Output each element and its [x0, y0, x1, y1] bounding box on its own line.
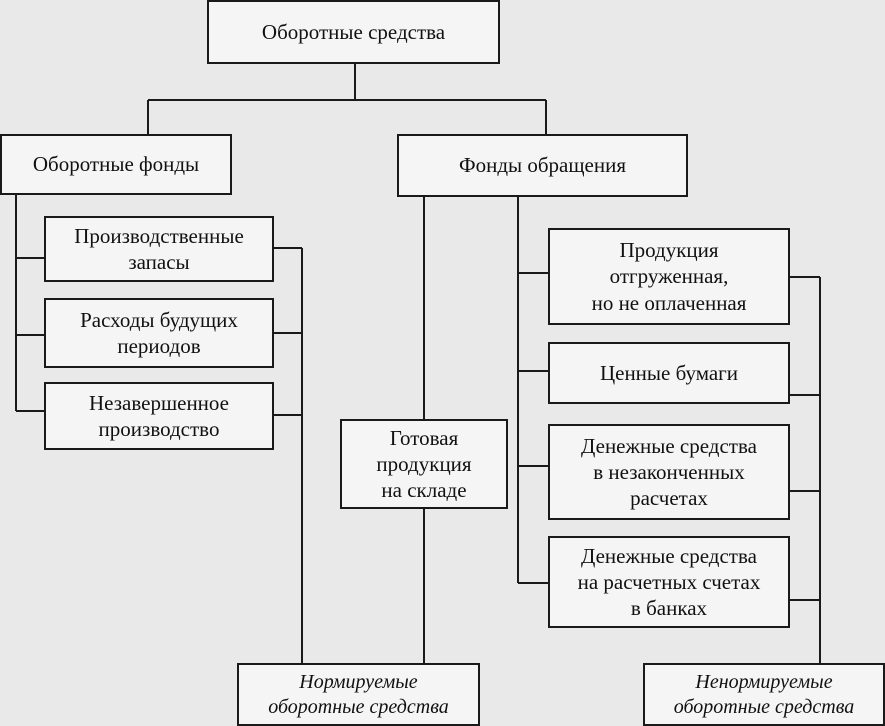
root-label: Оборотные средства — [261, 19, 446, 44]
left-item-label: Производственные запасы — [74, 223, 244, 274]
left-item-box: Производственные запасы — [44, 216, 274, 282]
left-item-label: Незавершенное производство — [88, 390, 230, 441]
right-item-box: Денежные средства на расчетных счетах в … — [548, 536, 790, 628]
right-item-box: Денежные средства в незаконченных расчет… — [548, 424, 790, 520]
right-item-box: Ценные бумаги — [548, 342, 790, 404]
right-item-box: Продукция отгруженная, но не оплаченная — [548, 228, 790, 325]
right-item-label: Ценные бумаги — [599, 360, 739, 385]
left-item-box: Расходы будущих периодов — [44, 298, 274, 368]
non-normalized-label: Ненормируемые оборотные средства — [673, 670, 855, 718]
left-branch-label: Оборотные фонды — [32, 152, 200, 177]
right-branch-label: Фонды обращения — [458, 153, 626, 178]
right-item-label: Денежные средства в незаконченных расчет… — [581, 433, 757, 511]
middle-item-label: Готовая продукция на складе — [376, 425, 472, 503]
non-normalized-box: Ненормируемые оборотные средства — [643, 663, 885, 726]
left-item-box: Незавершенное производство — [44, 382, 274, 450]
normalized-box: Нормируемые оборотные средства — [237, 663, 480, 726]
normalized-label: Нормируемые оборотные средства — [268, 670, 449, 718]
root-box: Оборотные средства — [207, 0, 500, 64]
middle-item-box: Готовая продукция на складе — [340, 419, 508, 509]
right-item-label: Денежные средства на расчетных счетах в … — [577, 543, 761, 621]
right-item-label: Продукция отгруженная, но не оплаченная — [591, 238, 747, 315]
left-branch-box: Оборотные фонды — [0, 134, 232, 195]
left-item-label: Расходы будущих периодов — [80, 307, 238, 358]
right-branch-box: Фонды обращения — [397, 134, 688, 197]
